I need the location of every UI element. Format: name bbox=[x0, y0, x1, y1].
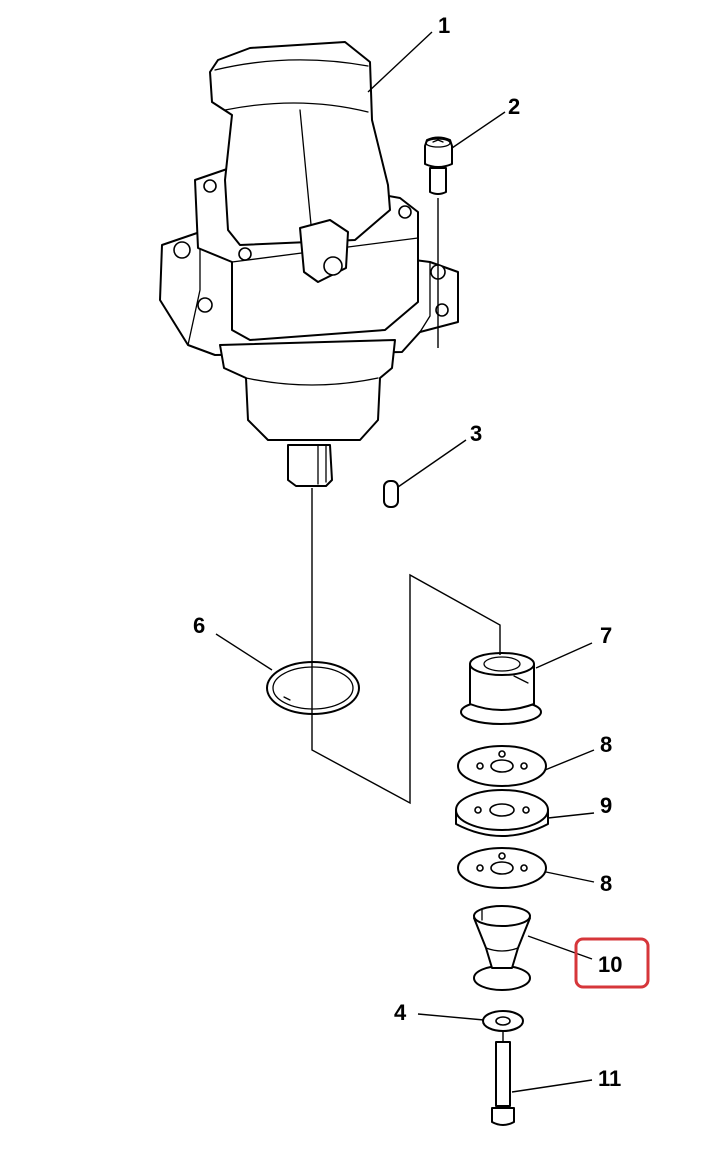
callout-leaders bbox=[215, 31, 595, 1093]
part-7-bushing bbox=[460, 652, 542, 725]
part-4-washer bbox=[482, 1010, 524, 1032]
callout-6: 6 bbox=[193, 613, 205, 638]
part-8-upper-plate bbox=[457, 745, 547, 787]
part-6-o-ring bbox=[266, 661, 360, 715]
callout-2: 2 bbox=[508, 94, 520, 119]
callout-7: 7 bbox=[600, 623, 612, 648]
part-2-cap-screw bbox=[424, 136, 453, 195]
part-11-bolt bbox=[491, 1041, 515, 1126]
part-8-lower-plate bbox=[457, 847, 547, 889]
highlight-box-10 bbox=[574, 937, 650, 989]
callout-4: 4 bbox=[394, 1000, 407, 1025]
callout-labels: 1 2 3 4 6 7 8 9 8 10 11 bbox=[193, 13, 650, 1091]
part-9-isolator bbox=[455, 789, 549, 837]
callout-11: 11 bbox=[598, 1066, 621, 1091]
callout-1: 1 bbox=[438, 13, 450, 38]
callout-8-lower: 8 bbox=[600, 871, 612, 896]
part-3-key bbox=[383, 480, 399, 508]
callout-10: 10 bbox=[598, 952, 622, 977]
callout-8-upper: 8 bbox=[600, 732, 612, 757]
part-1-motor bbox=[159, 41, 459, 487]
callout-3: 3 bbox=[470, 421, 482, 446]
assembly-lines bbox=[311, 198, 504, 1042]
part-10-spacer bbox=[473, 905, 531, 991]
callout-9: 9 bbox=[600, 793, 612, 818]
